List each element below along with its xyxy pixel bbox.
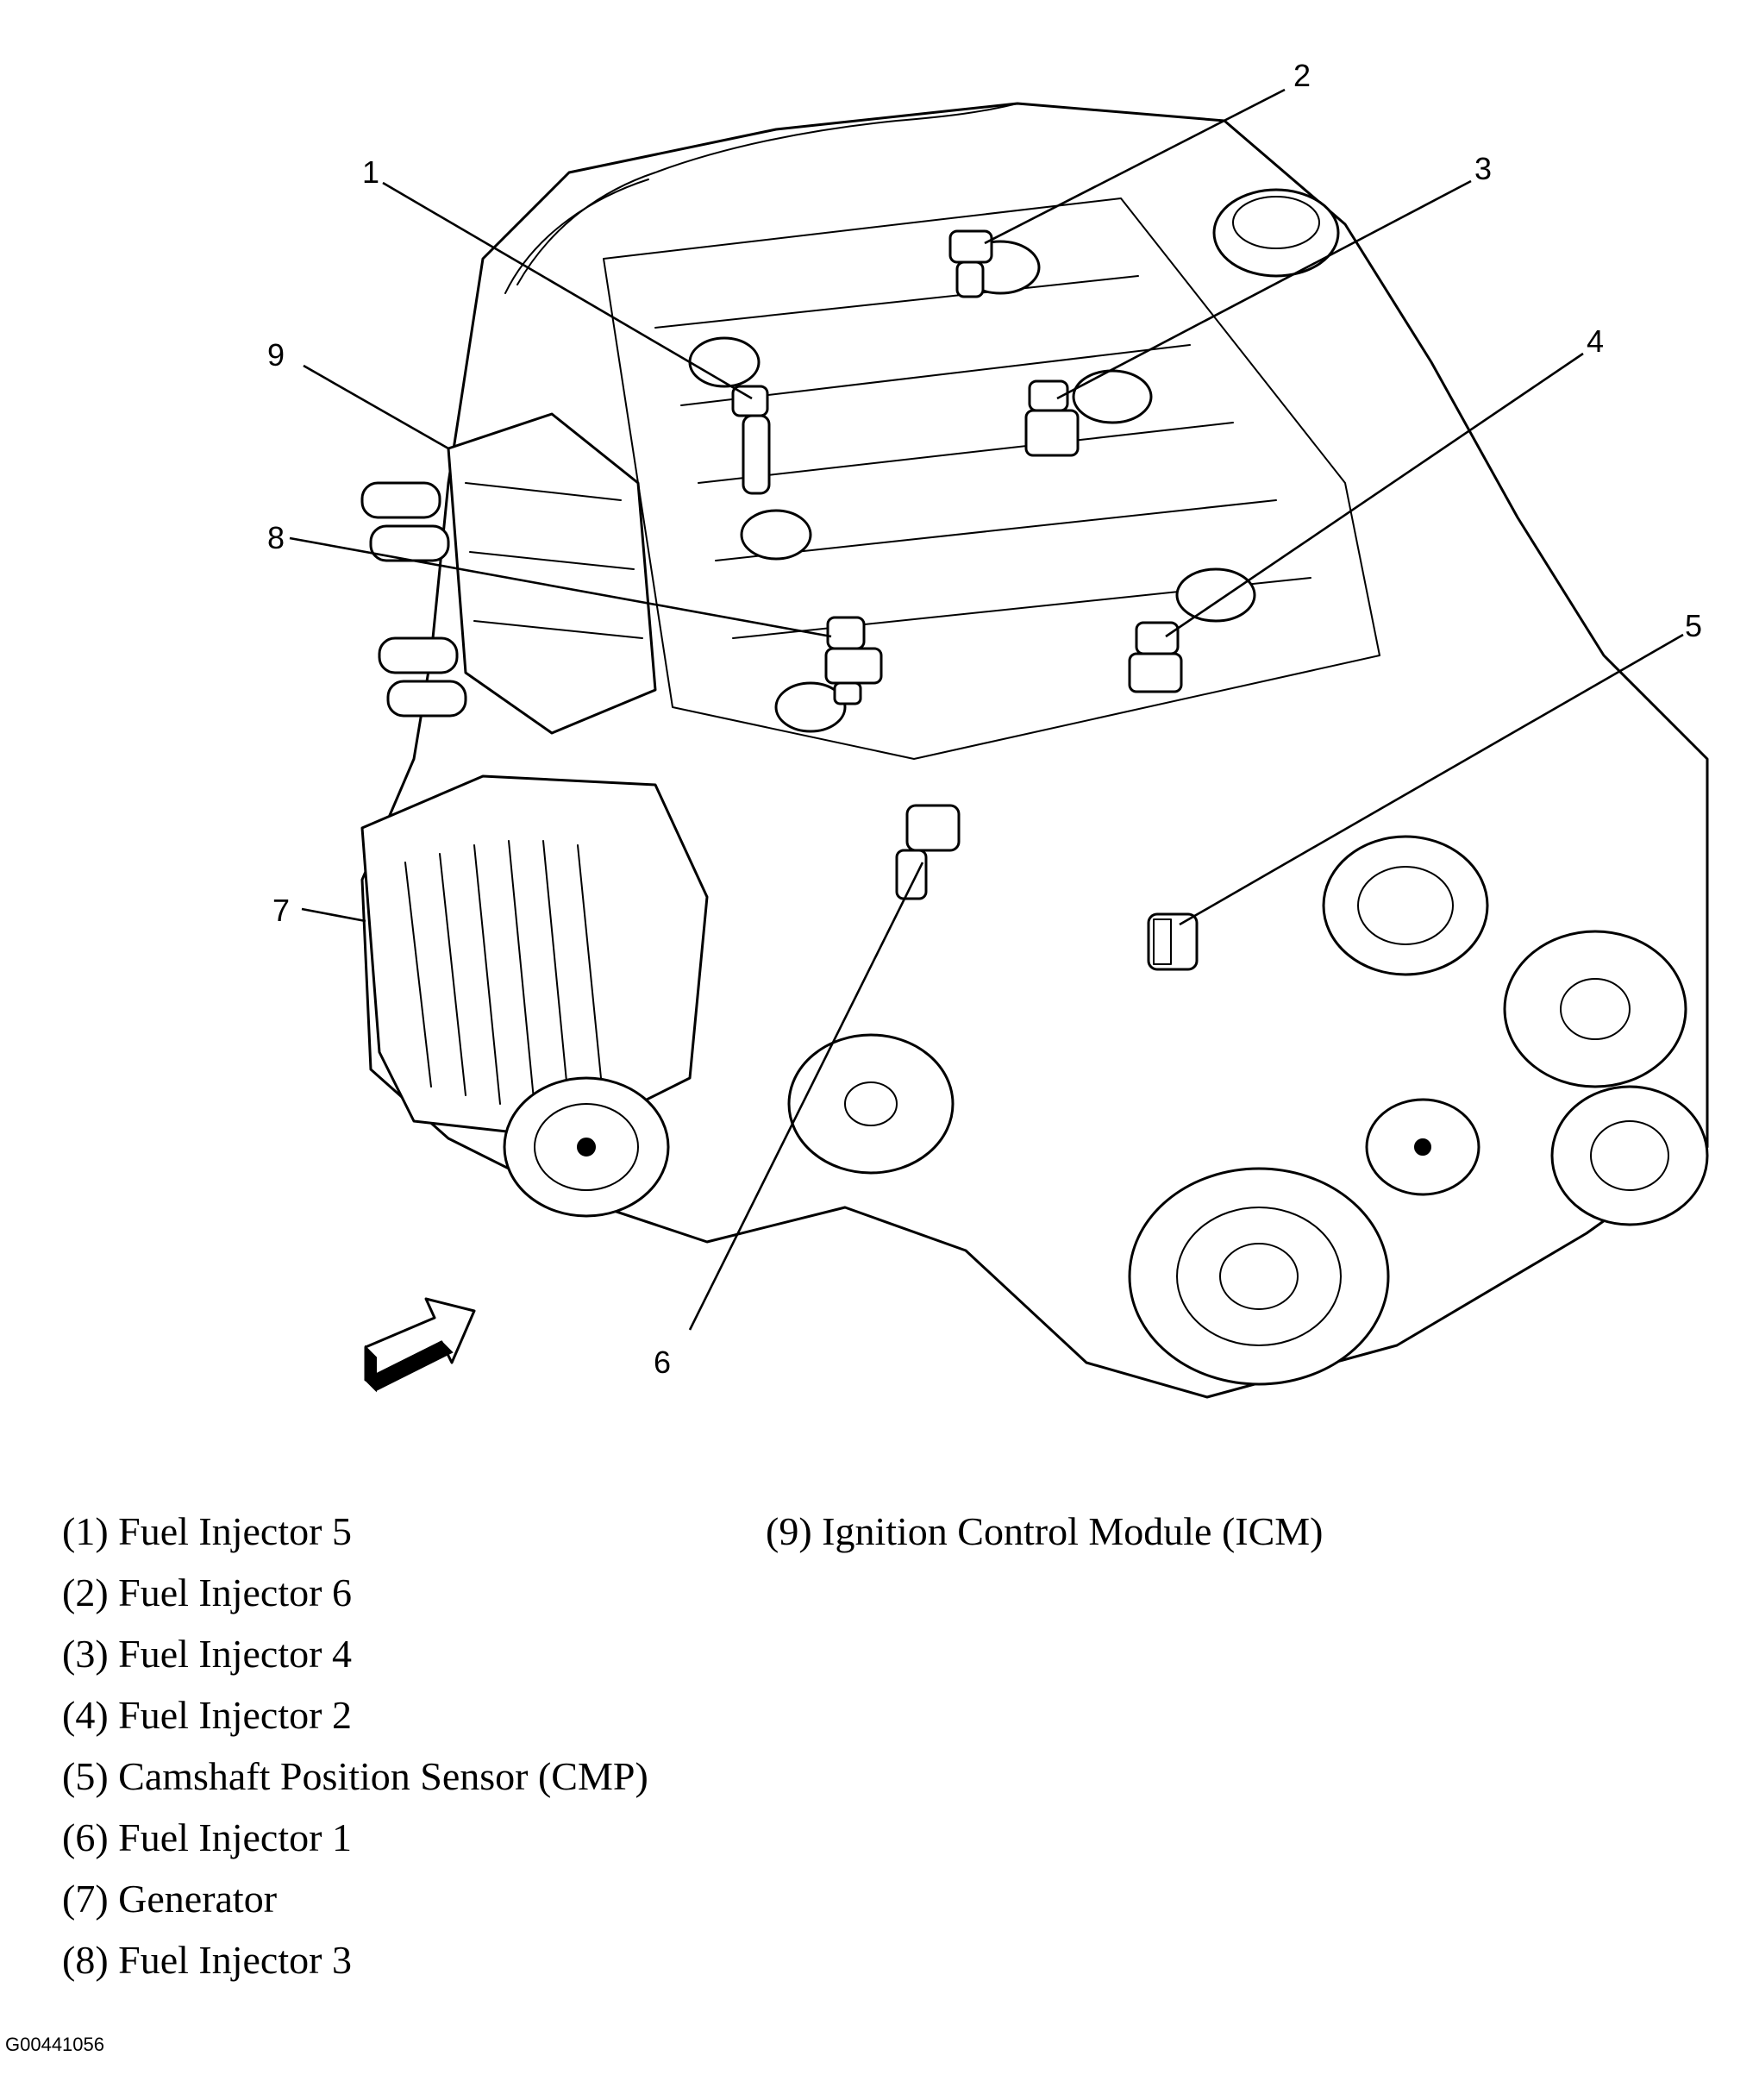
legend-item-1: (1) Fuel Injector 5 (62, 1509, 352, 1553)
leader-line-2 (984, 88, 1286, 245)
fuel-injector-6-drawing (948, 229, 993, 298)
fuel-injector-3-drawing (824, 616, 883, 705)
leader-line-5 (1179, 633, 1684, 926)
fuel-injector-4-drawing (1024, 379, 1080, 457)
callout-7: 7 (272, 893, 290, 928)
leader-line-1 (382, 181, 753, 400)
callout-leader-lines (289, 88, 1684, 1331)
callout-4: 4 (1587, 323, 1604, 359)
leader-line-9 (303, 364, 449, 450)
leader-line-3 (1056, 179, 1472, 400)
figure-id-label: G00441056 (5, 2034, 104, 2055)
callout-5: 5 (1685, 608, 1702, 643)
legend-item-2: (2) Fuel Injector 6 (62, 1570, 352, 1614)
legend-item-6: (6) Fuel Injector 1 (62, 1815, 352, 1859)
fuel-injector-1-drawing (895, 804, 961, 900)
leader-line-7 (301, 907, 366, 923)
callout-1: 1 (362, 154, 379, 190)
legend-column-2: (9) Ignition Control Module (ICM) (766, 1501, 1324, 1562)
legend-item-5: (5) Camshaft Position Sensor (CMP) (62, 1754, 648, 1798)
generator-drawing (360, 774, 709, 1218)
callout-2: 2 (1293, 58, 1311, 93)
legend-item-8: (8) Fuel Injector 3 (62, 1938, 352, 1982)
callout-9: 9 (267, 337, 285, 373)
callout-8: 8 (267, 520, 285, 555)
callout-6: 6 (654, 1345, 671, 1380)
legend-item-7: (7) Generator (62, 1877, 278, 1921)
ignition-control-module-drawing (360, 412, 657, 735)
front-direction-arrow-icon (364, 1297, 476, 1393)
engine-component-locator-diagram: 1 2 3 4 5 6 7 8 9 (267, 58, 1709, 1399)
leader-line-6 (688, 862, 924, 1331)
fuel-injector-5-drawing (731, 385, 771, 495)
accessory-pulleys-drawing (787, 835, 1709, 1386)
legend-item-3: (3) Fuel Injector 4 (62, 1632, 352, 1676)
legend-column-1: (1) Fuel Injector 5 (2) Fuel Injector 6 … (62, 1501, 648, 1990)
camshaft-position-sensor-drawing (1147, 912, 1199, 971)
callout-3: 3 (1474, 151, 1492, 186)
leader-line-8 (289, 536, 832, 638)
leader-line-4 (1165, 352, 1584, 638)
engine-block-drawing (360, 102, 1709, 1399)
fuel-injector-2-drawing (1128, 621, 1183, 693)
callout-numbers: 1 2 3 4 5 6 7 8 9 (267, 58, 1702, 1380)
legend-item-9: (9) Ignition Control Module (ICM) (766, 1509, 1324, 1553)
legend-item-4: (4) Fuel Injector 2 (62, 1693, 352, 1737)
